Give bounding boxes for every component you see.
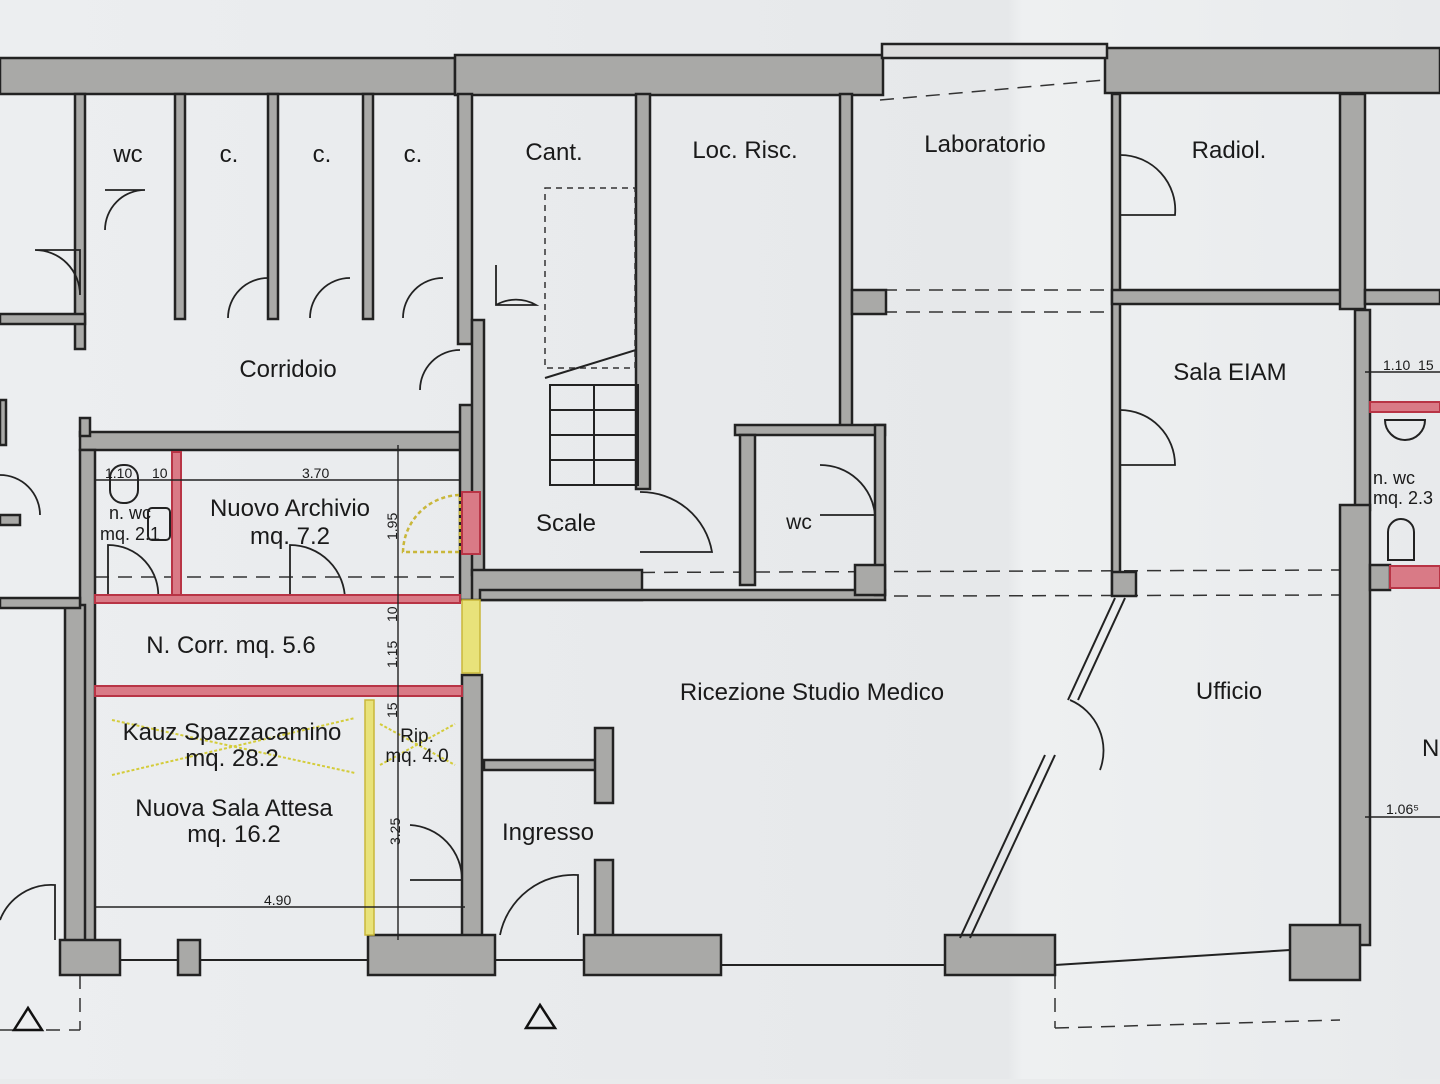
demolished-walls — [364, 599, 481, 936]
room-labels: wc c. c. c. Cant. Loc. Risc. Laboratorio… — [100, 131, 1439, 848]
room-wc-top: wc — [112, 141, 142, 168]
toilet-fixtures — [109, 419, 1427, 561]
room-sala-eiam: Sala EIAM — [1173, 359, 1286, 386]
room-n-wc-right: n. wc — [1373, 468, 1415, 488]
dim-10b: 10 — [384, 606, 400, 622]
room-laboratorio: Laboratorio — [924, 131, 1045, 158]
room-nuovo-archivio: Nuovo Archivio — [210, 495, 370, 522]
triangle-marker-icon — [11, 1005, 45, 1032]
dim-4-90: 4.90 — [264, 892, 291, 908]
room-n-partial: N — [1422, 735, 1439, 762]
room-n-corr: N. Corr. mq. 5.6 — [146, 632, 315, 659]
room-radiol: Radiol. — [1192, 137, 1267, 164]
room-kauz-area: mq. 28.2 — [185, 745, 278, 772]
room-n-wc-left-area: mq. 2.1 — [100, 524, 160, 544]
staircase — [544, 187, 639, 486]
level-marker-icons — [11, 1002, 558, 1032]
room-c2: c. — [313, 141, 332, 168]
room-ufficio: Ufficio — [1196, 678, 1262, 705]
room-nuova-sala-attesa: Nuova Sala Attesa — [135, 795, 333, 822]
dimension-lines — [95, 371, 1440, 940]
new-walls — [94, 401, 1440, 697]
room-n-wc-left: n. wc — [109, 503, 151, 523]
existing-walls — [0, 42, 1440, 982]
dim-3-25: 3.25 — [387, 818, 403, 845]
room-wc-mid: wc — [785, 511, 812, 534]
room-c3: c. — [404, 141, 423, 168]
dim-3-70: 3.70 — [302, 465, 329, 481]
room-kauz-spazzacamino: Kauz Spazzacamino — [123, 719, 342, 746]
room-scale: Scale — [536, 510, 596, 537]
room-cant: Cant. — [525, 139, 582, 166]
dim-1-95: 1.95 — [384, 513, 400, 540]
room-n-wc-right-area: mq. 2.3 — [1373, 488, 1433, 508]
room-nuova-sala-attesa-area: mq. 16.2 — [187, 821, 280, 848]
room-ricezione-studio-medico: Ricezione Studio Medico — [680, 679, 944, 706]
room-ingresso: Ingresso — [502, 819, 594, 846]
dim-1-10: 1.10 — [105, 465, 132, 481]
strike-through-marks — [111, 717, 456, 776]
dim-10: 10 — [152, 465, 168, 481]
triangle-marker-icon — [523, 1002, 558, 1030]
room-nuovo-archivio-area: mq. 7.2 — [250, 523, 330, 550]
room-loc-risc: Loc. Risc. — [692, 137, 797, 164]
room-corridoio: Corridoio — [239, 356, 336, 383]
dim-1-15: 1.15 — [384, 641, 400, 668]
dim-1-10-15-right: 1.10 15 — [1383, 357, 1434, 373]
dashed-lines — [0, 69, 1341, 1031]
room-rip: Rip. — [400, 726, 434, 747]
room-rip-area: mq. 4.0 — [385, 746, 448, 767]
room-c1: c. — [220, 141, 239, 168]
dim-15: 15 — [384, 702, 400, 718]
dim-1-06-5: 1.06⁵ — [1386, 801, 1419, 817]
dimension-labels: 1.10 10 3.70 1.95 10 1.15 15 3.25 4.90 1… — [105, 357, 1434, 908]
door-swings — [0, 154, 1177, 940]
